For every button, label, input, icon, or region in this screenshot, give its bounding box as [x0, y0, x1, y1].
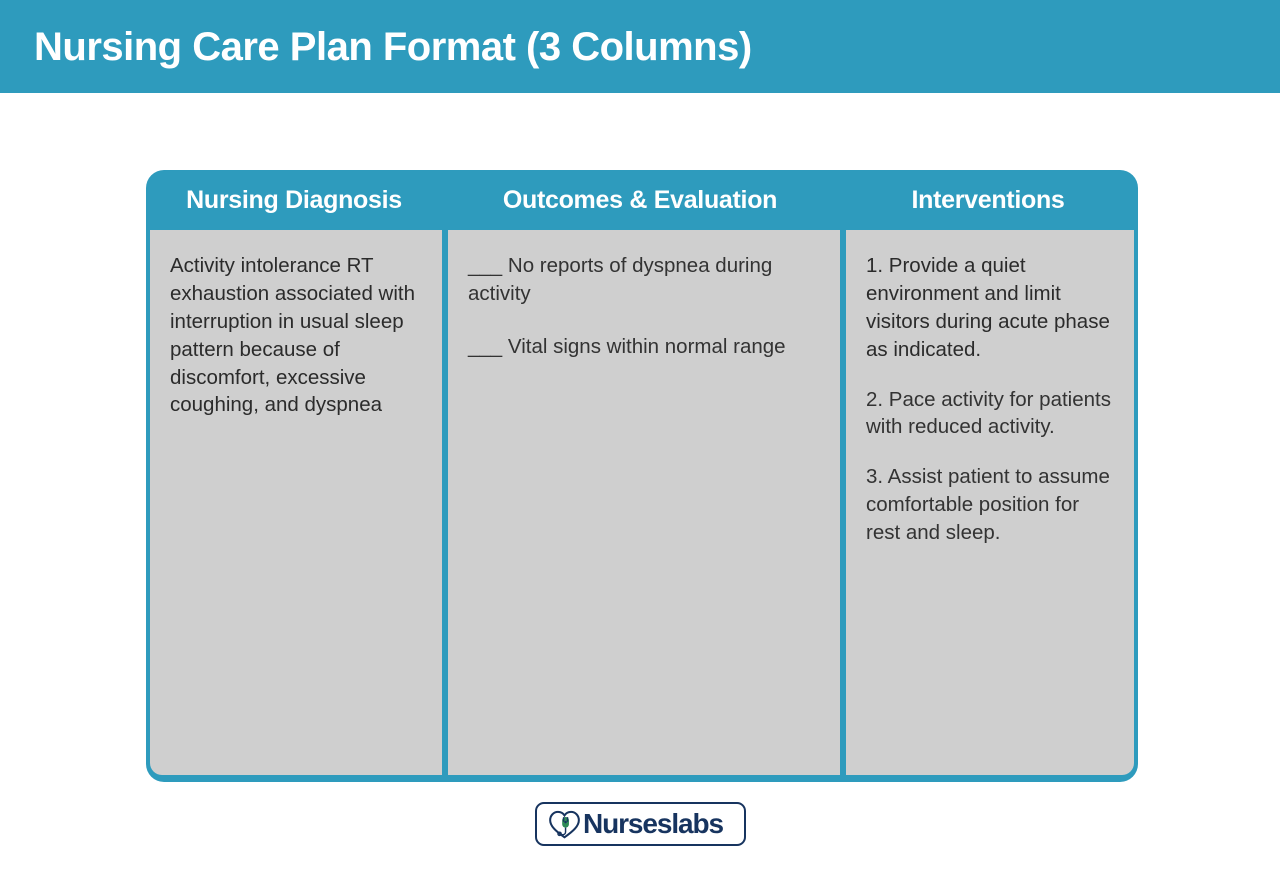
cell-interventions: 1. Provide a quiet environment and limit…: [846, 230, 1134, 775]
cell-outcomes-evaluation: ___ No reports of dyspnea during activit…: [448, 230, 840, 775]
intervention-entry: 1. Provide a quiet environment and limit…: [866, 254, 1110, 361]
intervention-entry: 3. Assist patient to assume comfortable …: [866, 465, 1110, 544]
outcome-entry: ___ Vital signs within normal range: [468, 334, 786, 358]
column-header-interventions: Interventions: [911, 185, 1065, 214]
table-header-row: Nursing Diagnosis Outcomes & Evaluation …: [146, 170, 1138, 230]
intervention-entry: 2. Pace activity for patients with reduc…: [866, 387, 1111, 439]
nurseslabs-wordmark: Nurseslabs: [583, 808, 724, 839]
outcome-entry: ___ No reports of dyspnea during activit…: [468, 254, 773, 305]
cell-nursing-diagnosis: Activity intolerance RT exhaustion assoc…: [150, 230, 442, 775]
table-body-row: Activity intolerance RT exhaustion assoc…: [146, 230, 1138, 782]
diagnosis-entry: Activity intolerance RT exhaustion assoc…: [170, 254, 416, 417]
care-plan-table: Nursing Diagnosis Outcomes & Evaluation …: [146, 170, 1138, 782]
page-banner: Nursing Care Plan Format (3 Columns): [0, 0, 1280, 93]
column-header-nursing-diagnosis: Nursing Diagnosis: [186, 185, 402, 214]
column-header-outcomes-evaluation: Outcomes & Evaluation: [502, 185, 778, 214]
page-title: Nursing Care Plan Format (3 Columns): [34, 24, 752, 69]
heart-stethoscope-icon: [548, 809, 581, 840]
nurseslabs-logo: Nurseslabs: [535, 802, 746, 846]
